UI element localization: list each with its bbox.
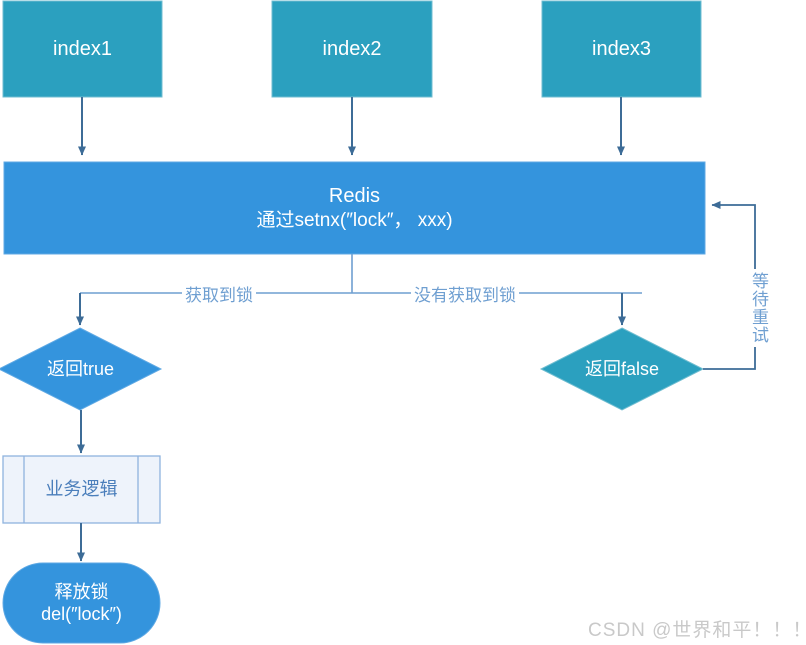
node-return-false-shape[interactable] [539, 327, 705, 411]
node-redis-shape[interactable] [3, 161, 706, 255]
edge-label-got-lock: 获取到锁 [182, 281, 256, 306]
node-index2-shape[interactable] [271, 0, 433, 98]
node-business-logic-shape[interactable] [2, 455, 161, 524]
node-index1-shape[interactable] [2, 0, 163, 98]
node-index3-shape[interactable] [541, 0, 702, 98]
edge-label-wait-retry: 等待重试 [746, 269, 771, 347]
csdn-watermark: CSDN @世界和平！！！ [588, 620, 806, 641]
node-release-lock-shape[interactable] [2, 562, 161, 644]
edge-label-no-lock: 没有获取到锁 [411, 281, 519, 306]
node-return-true-shape[interactable] [0, 327, 163, 411]
